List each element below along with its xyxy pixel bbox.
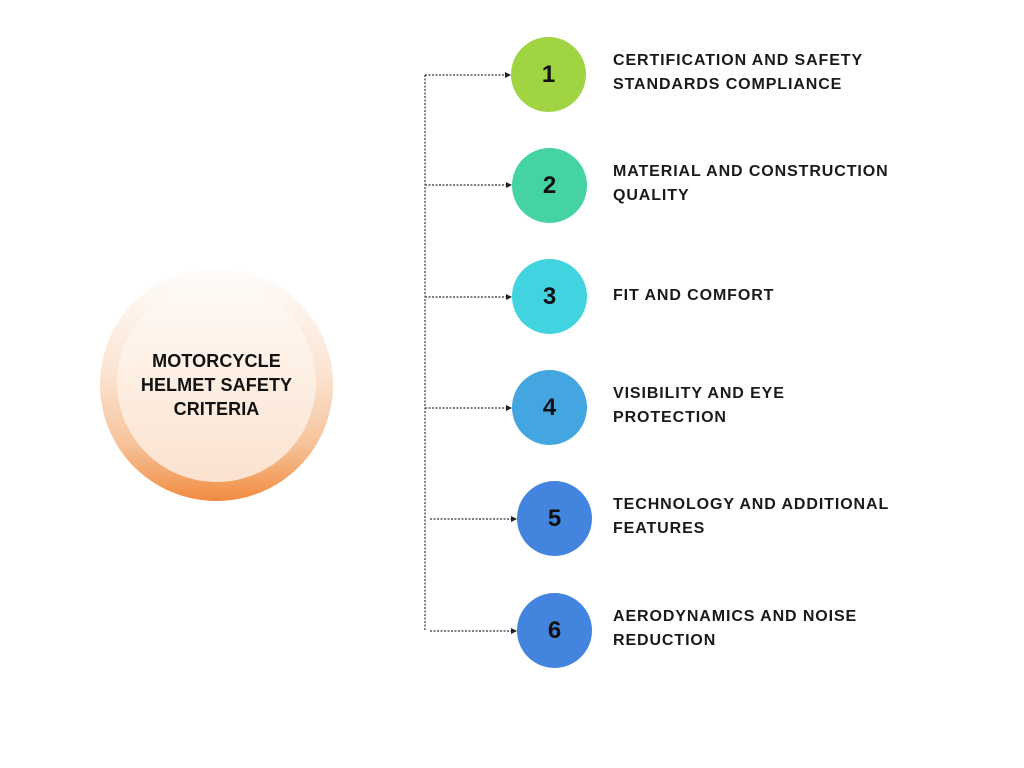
step-number: 2 — [542, 171, 557, 199]
step-circle-6: 6 — [517, 593, 592, 668]
step-number: 1 — [541, 60, 556, 88]
step-circle-4: 4 — [512, 370, 587, 445]
step-circle-3: 3 — [512, 259, 587, 334]
step-number: 6 — [547, 616, 562, 644]
step-number: 4 — [542, 393, 557, 421]
step-label-1: CERTIFICATION AND SAFETY STANDARDS COMPL… — [613, 52, 864, 93]
step-label-4: VISIBILITY AND EYE PROTECTION — [613, 385, 785, 426]
step-number: 5 — [547, 504, 562, 532]
hub-circle: MOTORCYCLE HELMET SAFETY CRITERIA — [117, 283, 316, 482]
step-label-2: MATERIAL AND CONSTRUCTION QUALITY — [613, 163, 889, 204]
step-label-5: TECHNOLOGY AND ADDITIONAL FEATURES — [613, 496, 890, 537]
step-circle-1: 1 — [511, 37, 586, 112]
step-label-6: AERODYNAMICS AND NOISE REDUCTION — [613, 608, 858, 649]
step-circle-5: 5 — [517, 481, 592, 556]
step-number: 3 — [542, 282, 557, 310]
step-label-3: FIT AND COMFORT — [613, 287, 775, 304]
step-circle-2: 2 — [512, 148, 587, 223]
hub-title: MOTORCYCLE HELMET SAFETY CRITERIA — [140, 350, 293, 419]
